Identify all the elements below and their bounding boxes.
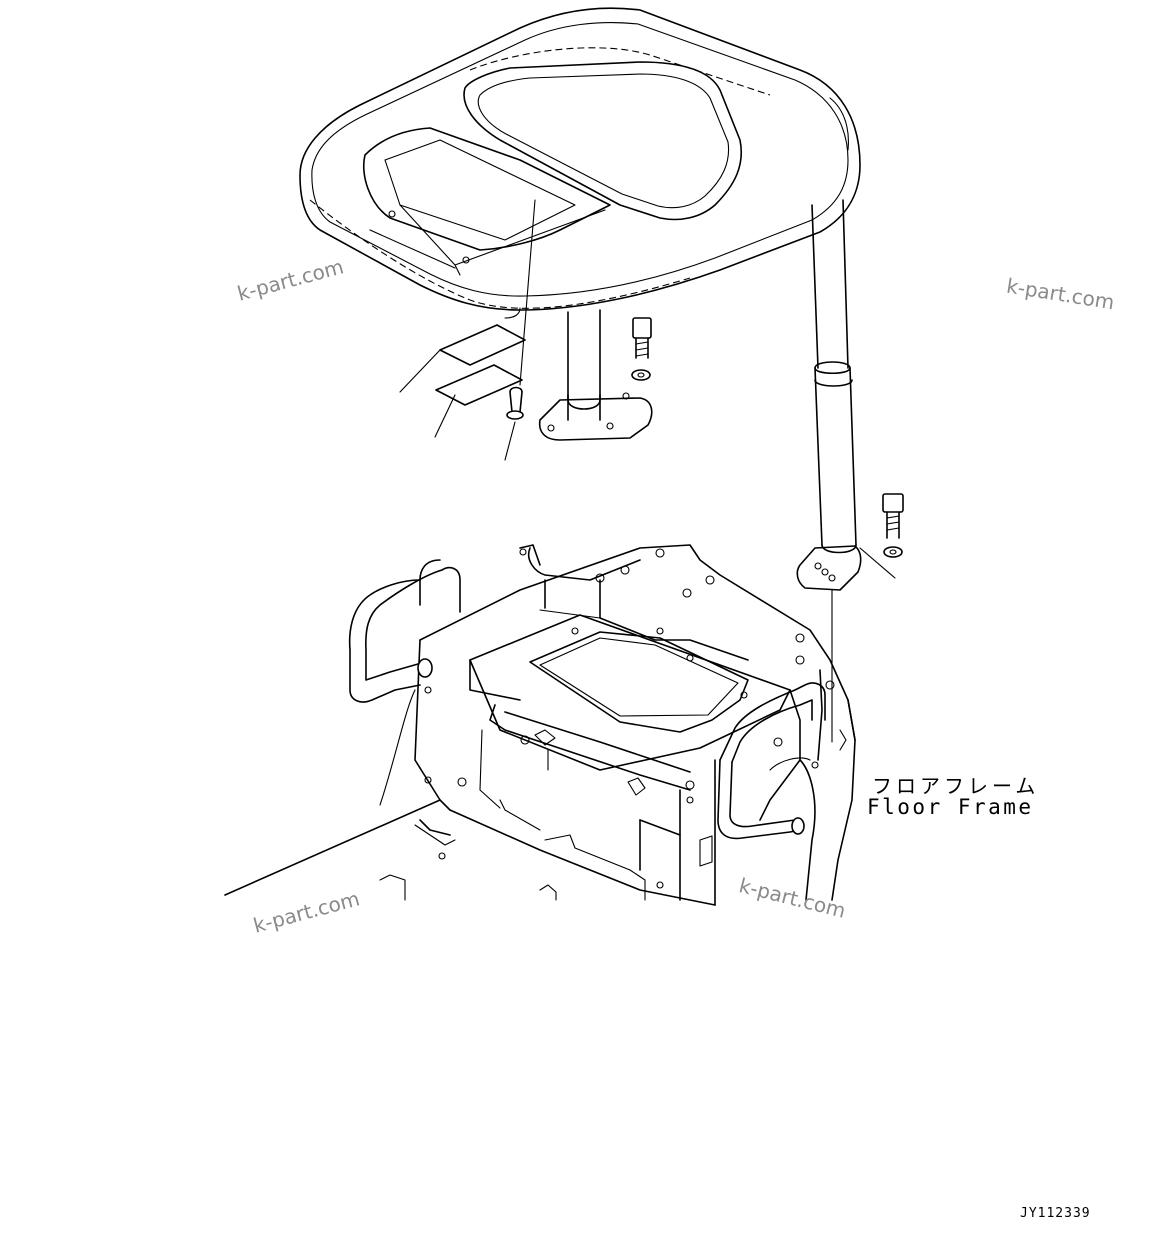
- label-sheet-icon: [399, 324, 526, 393]
- floor-frame-drawing: [224, 544, 856, 906]
- canopy-support-pillar: [538, 309, 653, 441]
- label-sheet-icon: [434, 364, 523, 438]
- floor-frame-label-en: Floor Frame: [867, 795, 1034, 819]
- bolt-icon: [632, 317, 652, 359]
- handrail-icon: [348, 559, 826, 840]
- floor-frame-label-jp: フロアフレーム: [872, 774, 1040, 798]
- washer-icon: [631, 369, 651, 381]
- washer-icon: [883, 546, 903, 558]
- canopy-support-pillar: [796, 199, 896, 743]
- canopy-roof-drawing: [299, 7, 861, 319]
- drawing-code: JY112339: [1020, 1206, 1091, 1221]
- clip-icon: [504, 386, 524, 461]
- bolt-icon: [882, 493, 904, 539]
